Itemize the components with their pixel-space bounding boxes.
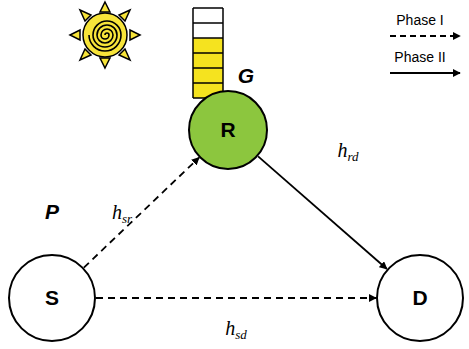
relay-node: R <box>188 90 268 170</box>
battery-buffer <box>193 8 223 98</box>
channel-label: hsr <box>112 201 132 224</box>
channel-label: hsd <box>225 317 247 340</box>
destination-node: D <box>376 254 464 342</box>
node-label: R <box>220 118 235 142</box>
channel-arrow <box>258 156 387 269</box>
energy-label: G <box>238 64 254 88</box>
source-node: S <box>8 254 96 342</box>
legend-text: Phase II <box>394 49 445 65</box>
node-label: S <box>45 286 59 310</box>
channel-label: hrd <box>337 139 358 162</box>
sun-icon <box>70 2 140 68</box>
legend-line-sample <box>390 72 460 74</box>
legend-text: Phase I <box>396 12 443 28</box>
channel-arrow <box>96 297 376 299</box>
power-label: P <box>45 200 59 224</box>
channel-arrow <box>84 158 199 268</box>
node-label: D <box>412 286 427 310</box>
legend-line-sample <box>390 35 460 37</box>
